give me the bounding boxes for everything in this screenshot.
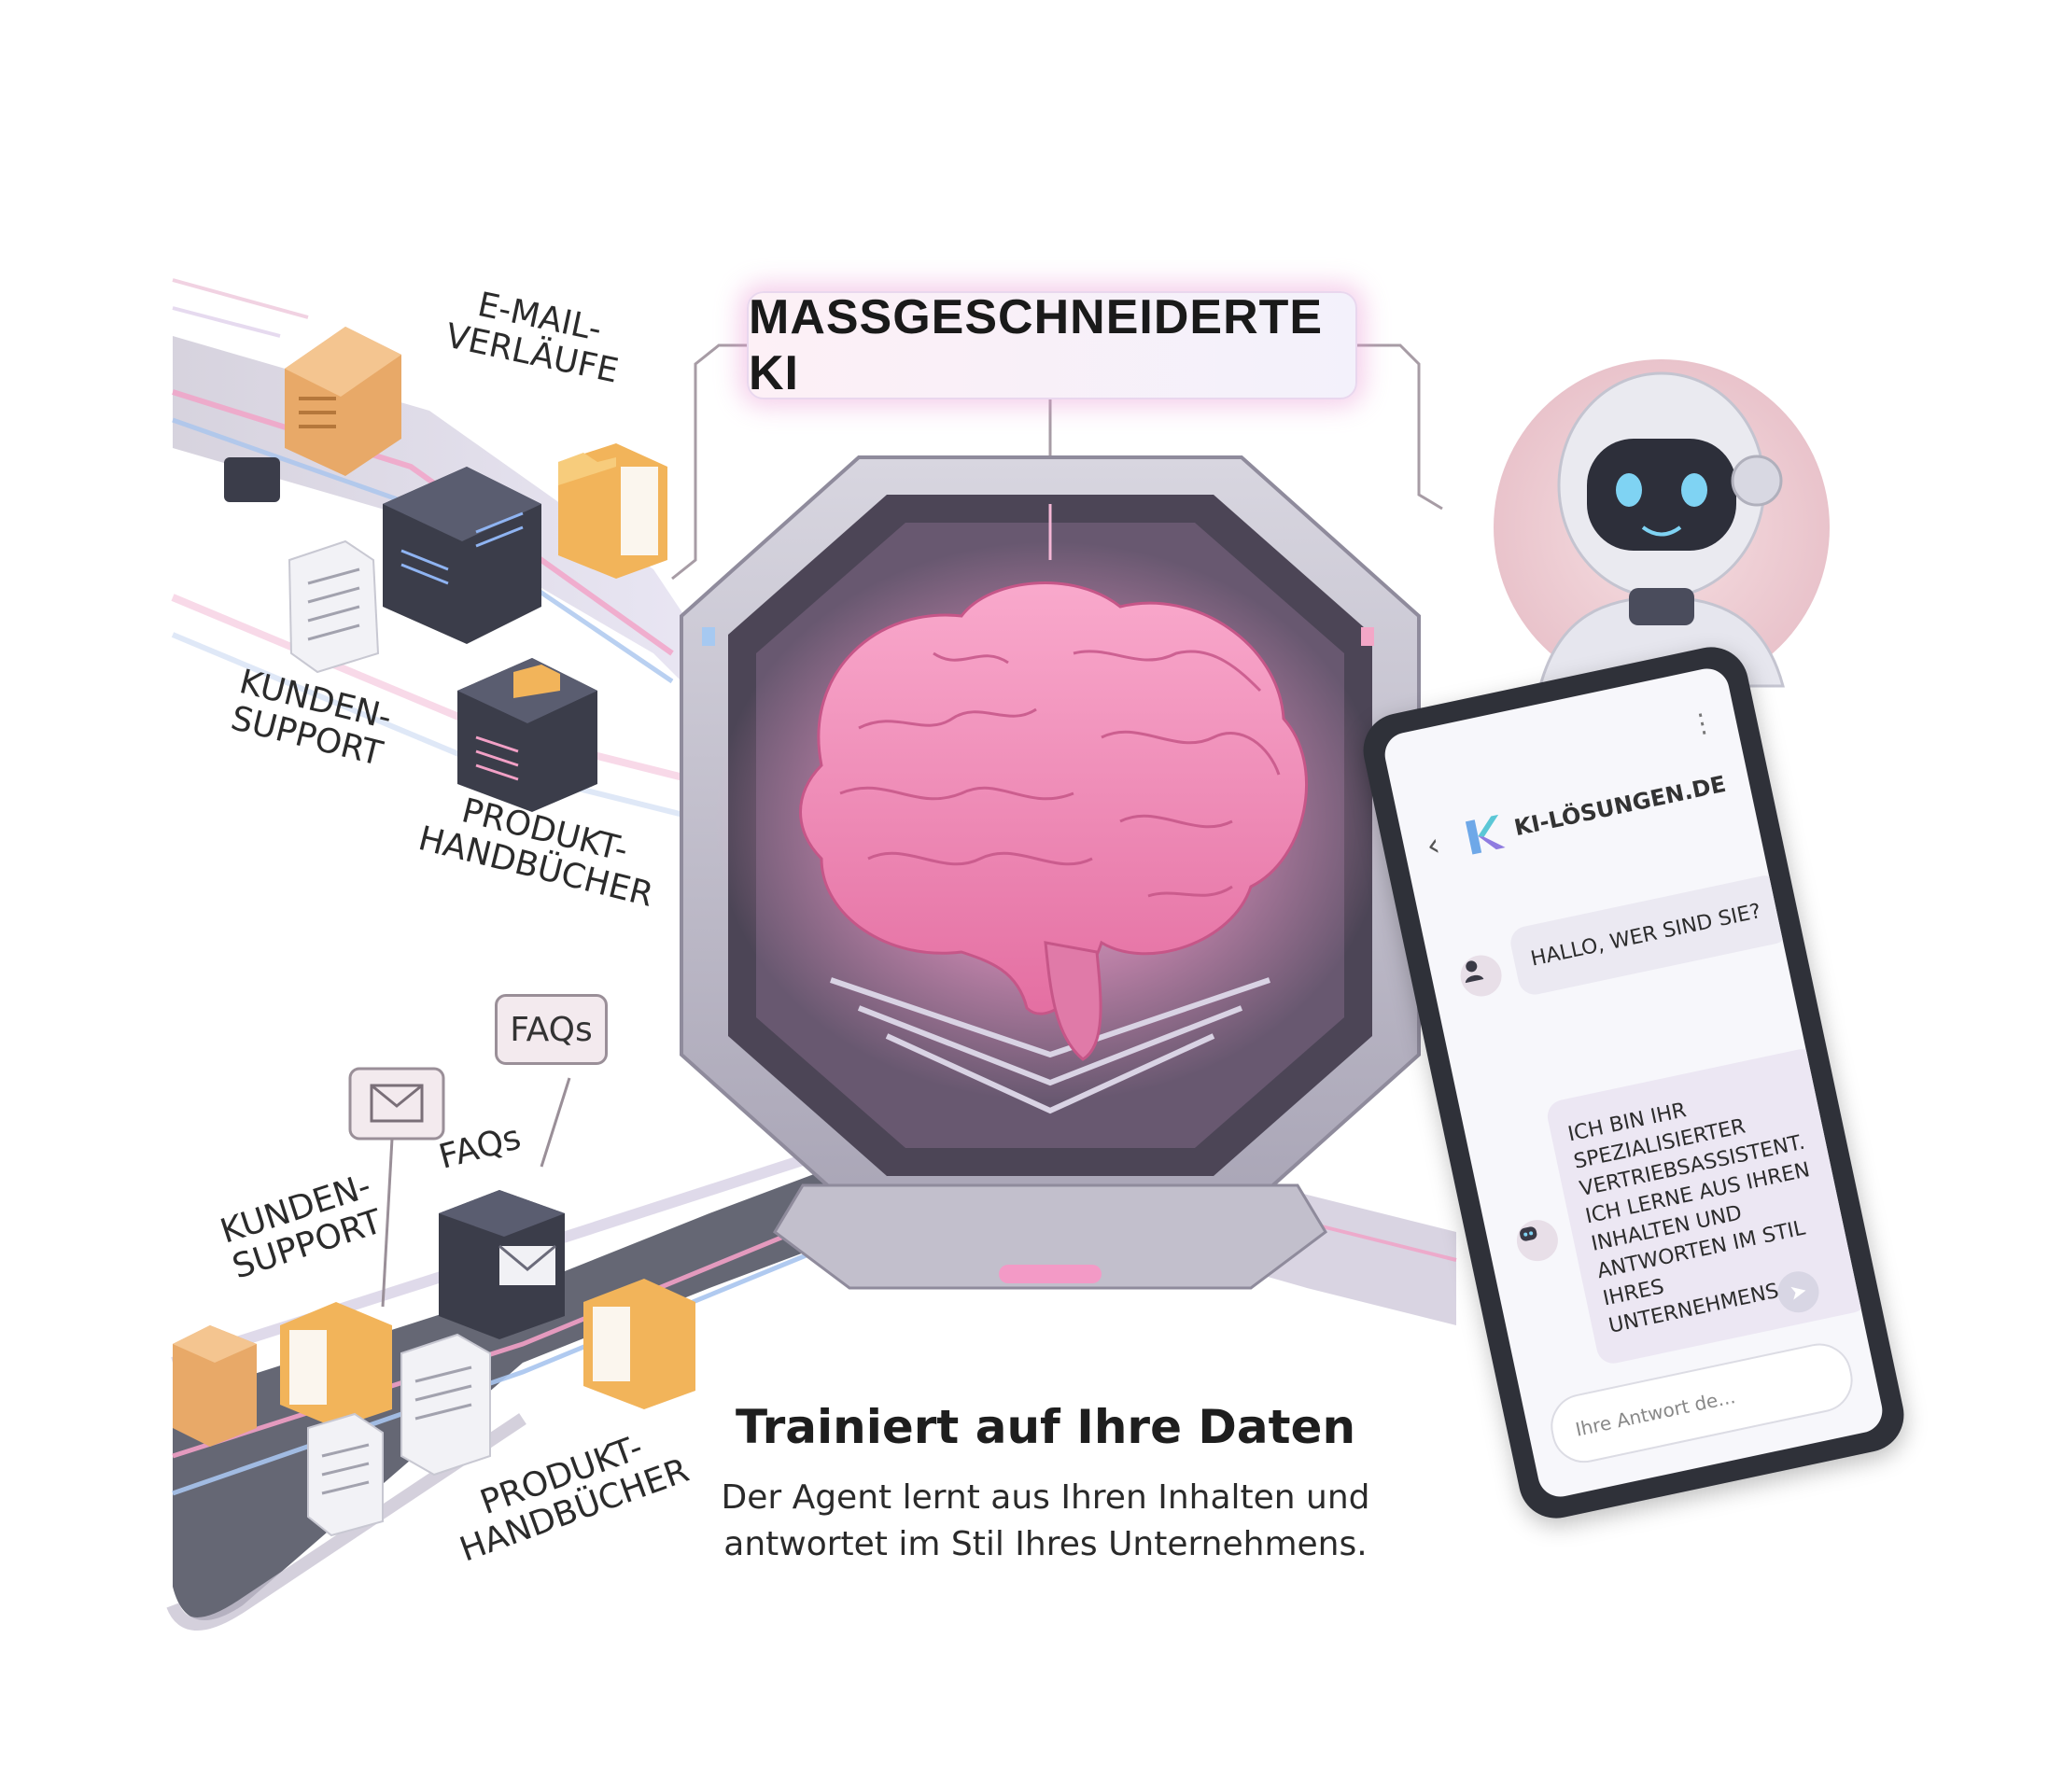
brain-icon [799, 581, 1309, 1061]
chat-screen: ⋮ ‹ KI-LÖSUNGEN.DE Hallo, wer sind Sie? … [1381, 665, 1887, 1501]
box-icon [173, 1325, 257, 1447]
faq-bubble-text: FAQs [510, 1010, 593, 1049]
folder-icon [280, 1302, 392, 1428]
site-name: KI-LÖSUNGEN.DE [1511, 770, 1729, 842]
logo-icon [1465, 814, 1506, 855]
bot-avatar-icon [1512, 1216, 1563, 1266]
folder-icon [583, 1279, 695, 1409]
document-icon [288, 539, 380, 674]
chat-input-placeholder: Ihre Antwort de... [1573, 1385, 1737, 1441]
data-cube-middle [457, 658, 597, 812]
data-cube-top [383, 467, 541, 644]
user-message: Hallo, wer sind Sie? [1508, 872, 1792, 998]
faq-bubble: FAQs [495, 994, 608, 1065]
tablet: ⋮ ‹ KI-LÖSUNGEN.DE Hallo, wer sind Sie? … [1356, 639, 1911, 1526]
envelope-icon [439, 1190, 565, 1339]
caption-line-1: Der Agent lernt aus Ihren Inhalten und [721, 1478, 1370, 1517]
folder-icon [558, 443, 667, 579]
box-icon [285, 327, 401, 476]
document-icon [400, 1333, 491, 1477]
page-title: MASSGESCHNEIDERTE KI [749, 290, 1324, 400]
robot-avatar [1494, 359, 1830, 695]
caption-heading: Trainiert auf Ihre Daten [735, 1400, 1356, 1454]
document-icon [307, 1412, 384, 1537]
caption-text: Der Agent lernt aus Ihren Inhalten und a… [672, 1475, 1419, 1568]
monitor-icon [224, 457, 280, 502]
caption-line-2: antwortet im Stil Ihres Unternehmens. [723, 1525, 1368, 1563]
title-box: MASSGESCHNEIDERTE KI [747, 290, 1357, 400]
chat-header: ‹ KI-LÖSUNGEN.DE [1396, 737, 1757, 892]
more-icon[interactable]: ⋮ [1686, 706, 1719, 740]
user-icon [1456, 951, 1506, 1001]
envelope-bubble [348, 1067, 445, 1308]
